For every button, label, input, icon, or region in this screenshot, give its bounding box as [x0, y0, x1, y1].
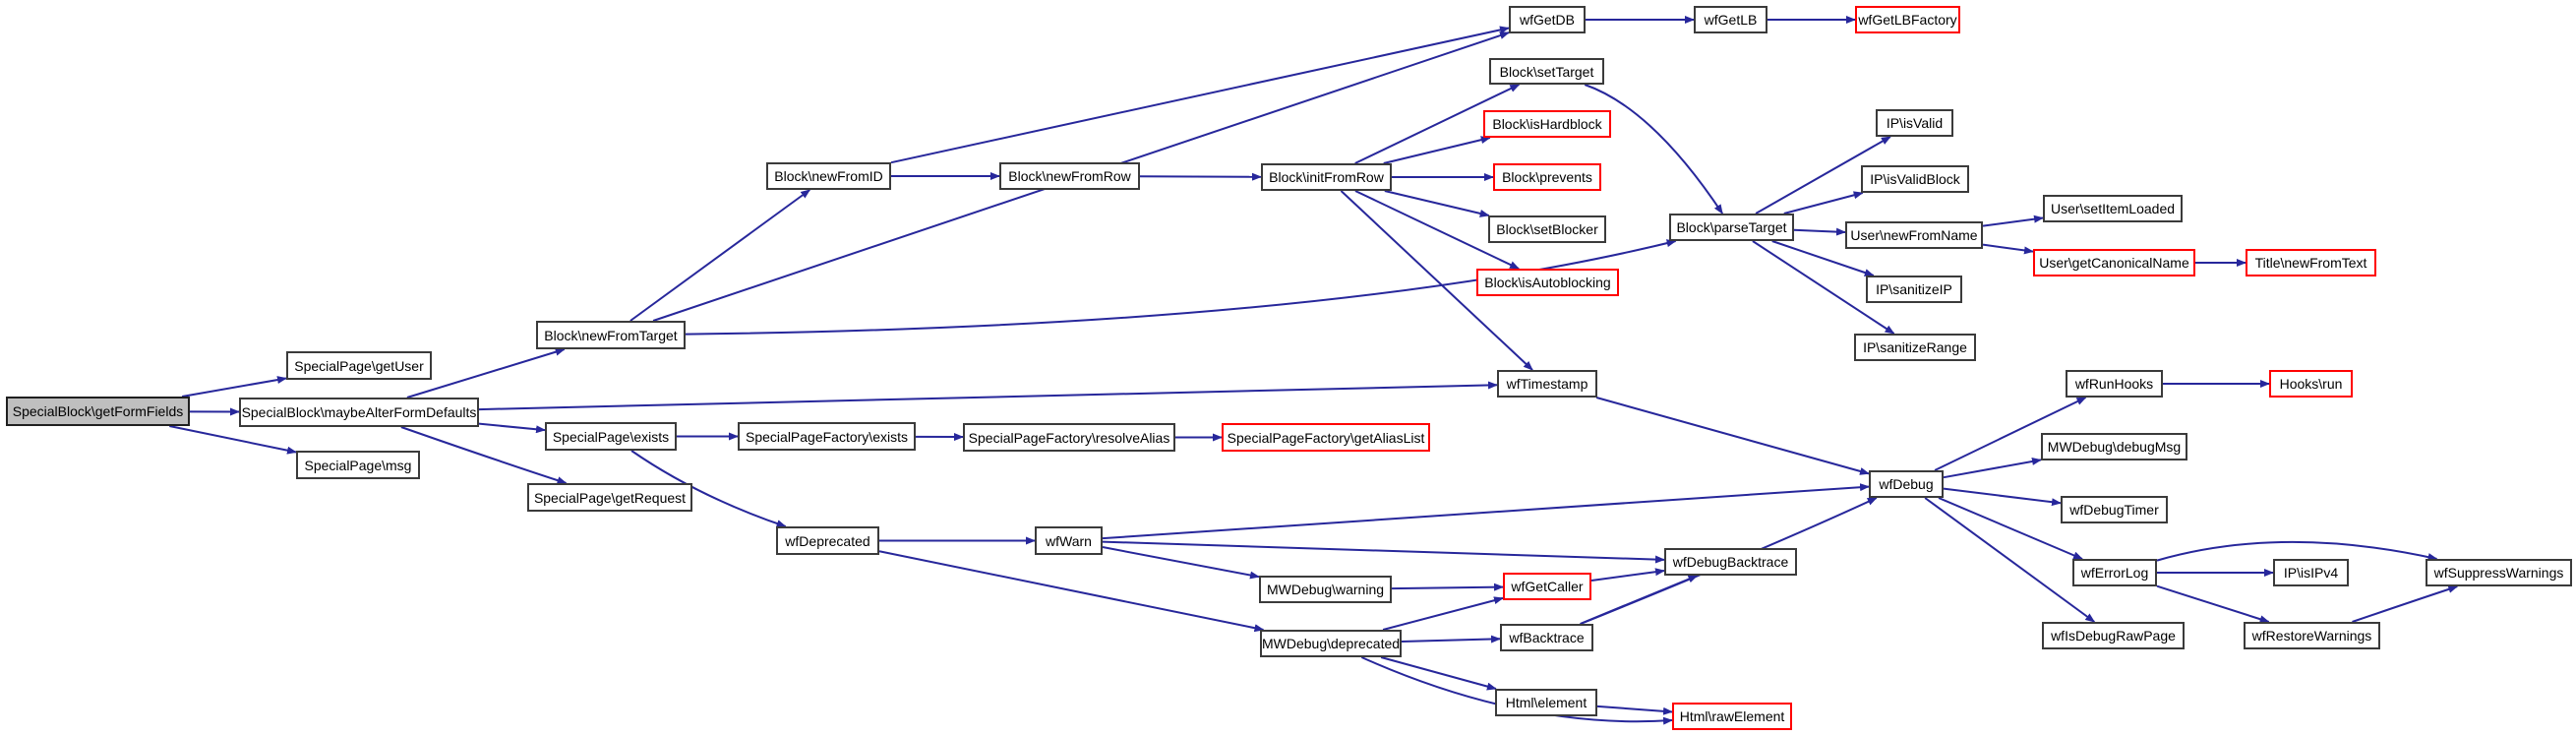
graph-node-getUser[interactable]: SpecialPage\getUser: [286, 351, 432, 380]
graph-node-wfTimestamp[interactable]: wfTimestamp: [1497, 370, 1597, 398]
graph-node-wfErrorLog[interactable]: wfErrorLog: [2072, 559, 2157, 586]
graph-node-ipIsIPv4[interactable]: IP\isIPv4: [2273, 559, 2349, 586]
call-edge-wfTimestamp-wfDebug: [1595, 397, 1870, 475]
graph-node-wfGetDB[interactable]: wfGetDB: [1509, 6, 1586, 33]
graph-node-getAliasList[interactable]: SpecialPageFactory\getAliasList: [1222, 423, 1430, 452]
graph-node-getCanonicalName[interactable]: User\getCanonicalName: [2033, 249, 2195, 276]
graph-node-isAutoblocking[interactable]: Block\isAutoblocking: [1476, 269, 1619, 296]
call-edge-wfDeprecated-mwDeprecated: [878, 550, 1265, 633]
call-edge-userNewFromName-setItemLoaded: [1982, 215, 2044, 227]
call-edge-parseTarget-ipIsValid: [1755, 136, 1891, 215]
graph-node-wfIsDebugRawPage[interactable]: wfIsDebugRawPage: [2042, 622, 2185, 649]
call-edge-mwDeprecated-wfGetCaller: [1382, 596, 1504, 631]
call-edge-wfDebug-debugMsg: [1943, 458, 2042, 479]
call-edge-spExists-wfDeprecated: [630, 450, 787, 527]
call-edge-setTarget-parseTarget: [1584, 84, 1724, 215]
graph-node-debugMsg[interactable]: MWDebug\debugMsg: [2041, 433, 2187, 460]
call-edge-wfWarn-mwWarning: [1102, 546, 1260, 580]
call-edge-wfDebug-wfRunHooks: [1934, 397, 2087, 471]
call-edge-userNewFromName-getCanonicalName: [1982, 243, 2034, 255]
graph-node-wfGetLBFactory[interactable]: wfGetLBFactory: [1855, 6, 1960, 33]
graph-node-spExists[interactable]: SpecialPage\exists: [545, 422, 677, 451]
graph-node-wfSuppressWarnings[interactable]: wfSuppressWarnings: [2426, 559, 2572, 586]
call-edge-mwWarning-wfGetCaller: [1391, 583, 1504, 591]
call-edge-wfDebug-wfIsDebugRawPage: [1924, 497, 2096, 623]
graph-node-maybeAlter[interactable]: SpecialBlock\maybeAlterFormDefaults: [239, 398, 479, 427]
call-edge-parseTarget-userNewFromName: [1793, 227, 1846, 236]
call-edge-maybeAlter-getRequest: [400, 426, 568, 485]
graph-node-hooksRun[interactable]: Hooks\run: [2269, 370, 2353, 398]
graph-node-wfDebugBacktrace[interactable]: wfDebugBacktrace: [1664, 548, 1797, 576]
graph-node-msg[interactable]: SpecialPage\msg: [296, 451, 420, 479]
call-edge-maybeAlter-wfTimestamp: [478, 381, 1498, 411]
graph-node-newFromID[interactable]: Block\newFromID: [766, 162, 891, 190]
graph-node-spfExists[interactable]: SpecialPageFactory\exists: [738, 422, 916, 451]
graph-node-setBlocker[interactable]: Block\setBlocker: [1488, 215, 1606, 243]
graph-node-userNewFromName[interactable]: User\newFromName: [1845, 221, 1983, 249]
graph-node-htmlElement[interactable]: Html\element: [1495, 689, 1597, 716]
graph-node-titleNewFromText[interactable]: Title\newFromText: [2246, 249, 2376, 276]
call-edge-wfWarn-wfDebugBacktrace: [1102, 540, 1665, 564]
graph-node-setItemLoaded[interactable]: User\setItemLoaded: [2043, 195, 2183, 222]
call-edge-initFromRow-wfTimestamp: [1340, 190, 1533, 371]
graph-node-parseTarget[interactable]: Block\parseTarget: [1669, 214, 1794, 241]
graph-node-mwWarning[interactable]: MWDebug\warning: [1259, 576, 1392, 603]
call-edge-mwDeprecated-wfBacktrace: [1401, 635, 1501, 644]
graph-node-mwDeprecated[interactable]: MWDebug\deprecated: [1260, 630, 1402, 657]
graph-node-prevents[interactable]: Block\prevents: [1493, 163, 1601, 191]
call-edge-maybeAlter-spExists: [478, 422, 546, 434]
graph-node-ipIsValid[interactable]: IP\isValid: [1876, 109, 1953, 137]
call-edge-wfDebug-wfDebugTimer: [1943, 487, 2062, 507]
graph-node-wfDebug[interactable]: wfDebug: [1869, 470, 1944, 498]
call-edge-parseTarget-ipSanitizeRange: [1752, 240, 1895, 335]
graph-node-getFormFields[interactable]: SpecialBlock\getFormFields: [6, 397, 190, 426]
graph-node-getRequest[interactable]: SpecialPage\getRequest: [527, 483, 692, 512]
graph-node-newFromRow[interactable]: Block\newFromRow: [999, 162, 1140, 190]
call-edge-wfDebug-wfErrorLog: [1938, 497, 2083, 560]
call-edge-wfGetCaller-wfDebugBacktrace: [1590, 568, 1665, 582]
call-edge-mwDeprecated-htmlElement: [1380, 656, 1497, 691]
call-edge-initFromRow-setBlocker: [1384, 190, 1490, 217]
graph-node-wfDeprecated[interactable]: wfDeprecated: [776, 526, 879, 555]
call-edge-wfRestoreWarnings-wfSuppressWarnings: [2352, 585, 2459, 623]
graph-node-initFromRow[interactable]: Block\initFromRow: [1261, 163, 1392, 191]
graph-node-wfDebugTimer[interactable]: wfDebugTimer: [2061, 496, 2168, 523]
call-edge-maybeAlter-newFromTarget: [406, 347, 566, 399]
graph-node-ipIsValidBlock[interactable]: IP\isValidBlock: [1861, 165, 1969, 193]
call-edge-newFromID-wfGetDB: [890, 26, 1510, 164]
call-edge-getFormFields-getUser: [181, 376, 287, 398]
graph-node-htmlRawElement[interactable]: Html\rawElement: [1672, 703, 1792, 730]
call-edge-htmlElement-htmlRawElement: [1596, 705, 1673, 715]
call-edge-parseTarget-ipIsValidBlock: [1783, 191, 1864, 215]
graph-node-ipSanitizeIP[interactable]: IP\sanitizeIP: [1866, 276, 1962, 303]
graph-node-isHardblock[interactable]: Block\isHardblock: [1483, 110, 1611, 138]
call-edge-parseTarget-ipSanitizeIP: [1771, 240, 1875, 276]
graph-node-setTarget[interactable]: Block\setTarget: [1489, 58, 1604, 85]
graph-node-wfRestoreWarnings[interactable]: wfRestoreWarnings: [2244, 622, 2380, 649]
graph-node-wfWarn[interactable]: wfWarn: [1035, 526, 1103, 555]
graph-node-resolveAlias[interactable]: SpecialPageFactory\resolveAlias: [963, 423, 1175, 452]
call-edge-initFromRow-isAutoblocking: [1354, 190, 1520, 270]
graph-node-wfRunHooks[interactable]: wfRunHooks: [2066, 370, 2163, 398]
call-edge-newFromTarget-newFromID: [629, 189, 811, 322]
graph-node-newFromTarget[interactable]: Block\newFromTarget: [536, 321, 686, 349]
call-edge-initFromRow-setTarget: [1354, 84, 1521, 164]
call-edge-newFromTarget-parseTarget: [685, 239, 1677, 336]
call-edge-wfErrorLog-wfRestoreWarnings: [2156, 584, 2270, 624]
call-edge-initFromRow-isHardblock: [1383, 136, 1491, 164]
graph-node-ipSanitizeRange[interactable]: IP\sanitizeRange: [1854, 334, 1976, 361]
call-edge-wfErrorLog-wfSuppressWarnings: [2156, 540, 2438, 562]
graph-node-wfGetCaller[interactable]: wfGetCaller: [1503, 573, 1591, 600]
graph-node-wfBacktrace[interactable]: wfBacktrace: [1500, 624, 1593, 651]
graph-node-wfGetLB[interactable]: wfGetLB: [1694, 6, 1767, 33]
call-edge-getFormFields-msg: [169, 425, 297, 455]
call-edge-wfWarn-wfDebug: [1102, 483, 1870, 540]
